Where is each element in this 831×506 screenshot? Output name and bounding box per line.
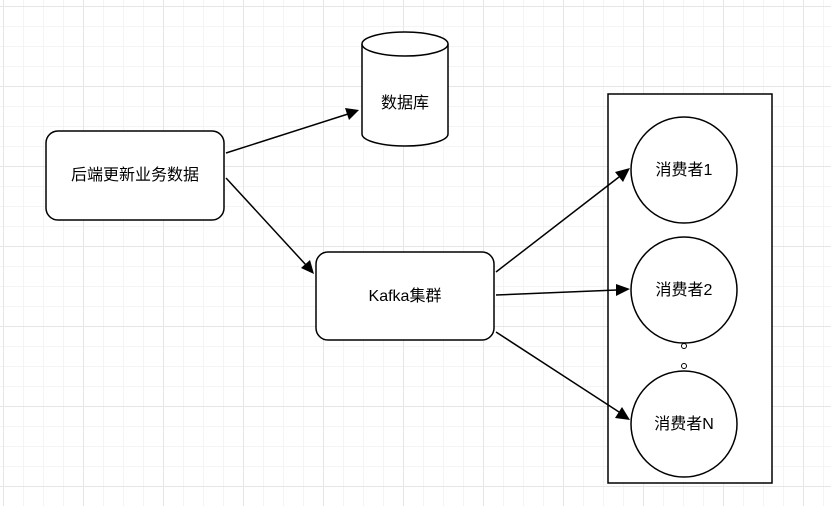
consumer1-circle — [630, 116, 738, 224]
ellipsis-dot — [681, 343, 687, 349]
consumer2-node[interactable]: 消费者2 — [630, 236, 738, 344]
arrowhead-kafka — [301, 260, 314, 274]
ellipsis-dots — [681, 343, 687, 369]
arrowhead-consumer1 — [615, 168, 630, 182]
backend-label: 后端更新业务数据 — [71, 166, 199, 184]
consumer2-label: 消费者2 — [656, 281, 713, 299]
arrowhead-consumerN — [615, 407, 630, 420]
arrowhead-consumer2 — [616, 284, 630, 296]
edge-kafka-consumer2 — [495, 289, 618, 296]
edge-backend-kafka — [225, 177, 307, 266]
kafka-label: Kafka集群 — [369, 287, 442, 305]
consumerN-circle — [630, 370, 738, 478]
edge-backend-database — [225, 113, 349, 154]
kafka-box — [315, 251, 495, 341]
backend-box — [45, 130, 225, 221]
edge-kafka-consumer1 — [495, 176, 620, 273]
database-cylinder-top — [361, 31, 449, 57]
consumer1-node[interactable]: 消费者1 — [630, 116, 738, 224]
consumerN-node[interactable]: 消费者N — [630, 370, 738, 478]
consumerN-label: 消费者N — [654, 415, 714, 433]
kafka-node[interactable]: Kafka集群 — [315, 251, 495, 341]
edges — [225, 108, 630, 420]
ellipsis-dot — [681, 363, 687, 369]
consumer1-label: 消费者1 — [656, 161, 713, 179]
arrowhead-database — [345, 108, 359, 120]
database-cylinder-body — [361, 44, 449, 147]
backend-node[interactable]: 后端更新业务数据 — [45, 130, 225, 221]
database-label: 数据库 — [381, 94, 429, 112]
edge-kafka-consumerN — [495, 331, 620, 413]
database-node[interactable]: 数据库 — [361, 31, 449, 147]
